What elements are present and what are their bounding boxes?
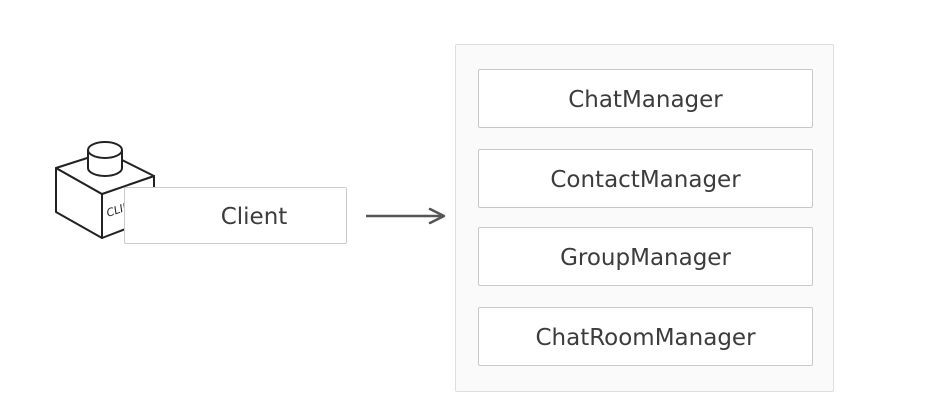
arrow-right-icon: [366, 207, 446, 225]
client-box: [124, 187, 347, 244]
chat-manager-box: ChatManager: [478, 69, 813, 128]
contact-manager-box: ContactManager: [478, 149, 813, 208]
chatroom-manager-box: ChatRoomManager: [478, 307, 813, 366]
group-manager-box: GroupManager: [478, 227, 813, 286]
sdk-managers-container: ChatManager ContactManager GroupManager …: [455, 44, 834, 392]
